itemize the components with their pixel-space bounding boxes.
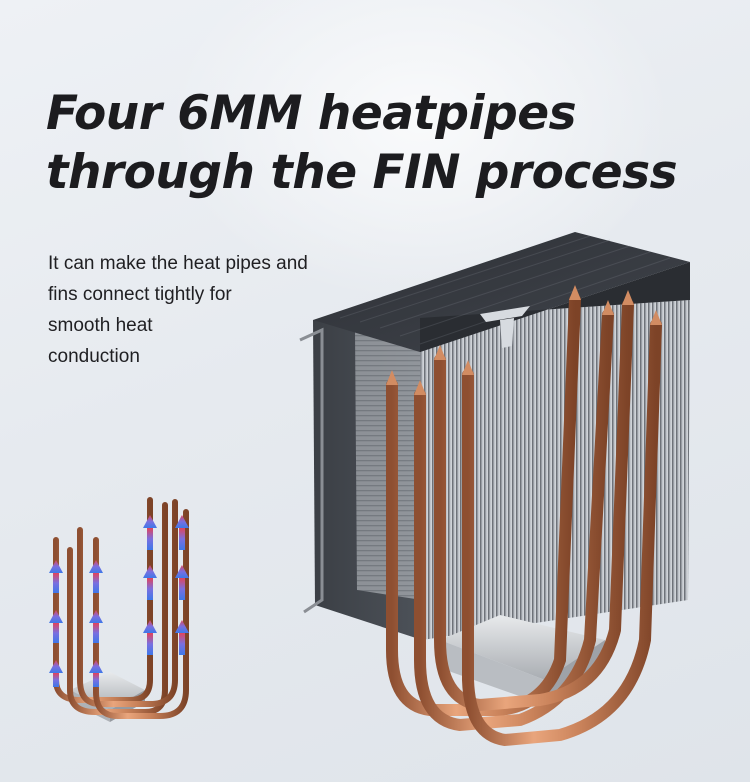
cooler-top-cover (313, 232, 690, 352)
cpu-cooler (299, 232, 690, 747)
brand-logo-icon (480, 306, 530, 348)
description-line-1: It can make the heat pipes and (48, 253, 308, 274)
feature-description: It can make the heat pipes and fins conn… (48, 248, 348, 372)
heatpipe-tips (386, 285, 662, 395)
description-line-4: conduction (48, 346, 140, 367)
description-line-3: smooth heat (48, 315, 153, 336)
fan-clip (299, 327, 324, 614)
heat-flow-diagram (49, 497, 189, 722)
description-line-2: fins connect tightly for (48, 284, 232, 305)
cooler-heatpipes (386, 294, 662, 747)
title-line-2: through the FIN process (46, 145, 678, 200)
page-title: Four 6MM heatpipes through the FIN proce… (46, 84, 726, 202)
cooler-top-edge (420, 262, 690, 352)
diagram-heatpipes (53, 497, 189, 719)
heat-arrow-icons (49, 515, 189, 687)
title-line-1: Four 6MM heatpipes (46, 86, 577, 141)
